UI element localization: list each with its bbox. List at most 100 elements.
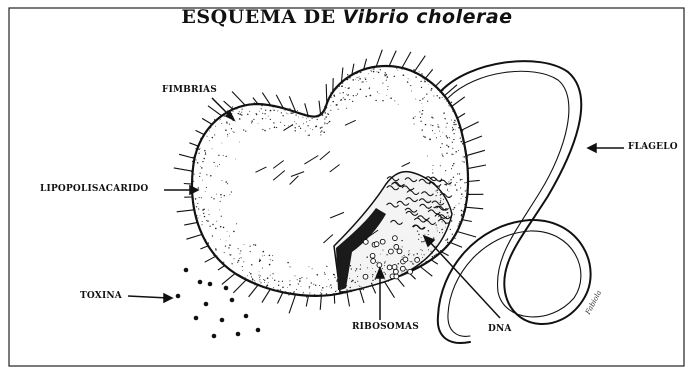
fimbria (436, 80, 442, 86)
stipple-dot (250, 251, 251, 252)
stipple-dot (282, 281, 283, 282)
stipple-dot (296, 289, 297, 290)
stipple-dot (229, 133, 230, 134)
stipple-dot (421, 254, 422, 255)
stipple-dot (424, 81, 426, 83)
stipple-dot (415, 116, 416, 117)
stipple-dot (426, 261, 427, 262)
stipple-dot (461, 193, 463, 195)
stipple-dot (314, 294, 315, 295)
stipple-dot (460, 187, 461, 188)
stipple-dot (260, 275, 261, 276)
stipple-dot (215, 126, 216, 127)
stipple-dot (212, 148, 213, 149)
stipple-dot (332, 101, 333, 102)
stipple-dot (208, 210, 209, 211)
stipple-dot (343, 275, 344, 276)
stipple-dot (419, 100, 420, 101)
stipple-dot (461, 198, 462, 199)
stipple-dot (289, 284, 291, 286)
stipple-dot (346, 285, 347, 286)
stipple-dot (405, 273, 406, 274)
stipple-dot (194, 162, 195, 163)
stipple-dot (232, 106, 233, 107)
ribosome (393, 236, 398, 241)
fimbria (466, 150, 485, 155)
stipple-dot (459, 173, 460, 174)
stipple-dot (385, 72, 386, 73)
stipple-dot (301, 277, 302, 278)
stipple-dot (250, 246, 251, 247)
label-toxina: TOXINA (80, 291, 122, 301)
stipple-dot (417, 253, 418, 254)
stipple-dot (431, 116, 433, 118)
stipple-dot (445, 240, 446, 241)
stipple-dot (440, 200, 441, 201)
stipple-dot (368, 73, 369, 74)
stipple-dot (212, 224, 213, 225)
stipple-dot (358, 80, 359, 81)
stipple-dot (198, 148, 200, 150)
stipple-dot (414, 73, 415, 74)
stipple-dot (453, 139, 454, 140)
stipple-dot (206, 220, 207, 221)
stipple-dot (292, 112, 293, 113)
stipple-dot (205, 152, 206, 153)
stipple-dot (213, 162, 214, 163)
stipple-dot (440, 165, 441, 166)
stipple-dot (447, 242, 449, 244)
stipple-dot (223, 262, 224, 263)
stipple-dot (243, 261, 244, 262)
stipple-dot (272, 255, 273, 256)
stipple-dot (349, 99, 350, 100)
stipple-dot (453, 124, 454, 125)
stipple-dot (463, 136, 464, 137)
stipple-dot (439, 127, 440, 128)
stipple-dot (237, 262, 238, 263)
stipple-dot (192, 178, 193, 179)
stipple-dot (453, 163, 455, 165)
stipple-dot (397, 70, 398, 71)
stipple-dot (355, 79, 356, 80)
stipple-dot (235, 107, 236, 108)
label-ribosomas: RIBOSOMAS (352, 322, 419, 332)
stipple-dot (411, 85, 412, 86)
stipple-dot (319, 285, 320, 286)
fimbria (319, 101, 321, 115)
stipple-dot (280, 290, 281, 291)
stipple-dot (331, 105, 332, 106)
stipple-dot (347, 77, 348, 78)
stipple-dot (327, 99, 328, 100)
stipple-dot (232, 131, 233, 132)
stipple-dot (415, 76, 416, 77)
fimbria (179, 154, 194, 158)
stipple-dot (355, 282, 356, 283)
fimbria (222, 273, 235, 284)
fimbria (347, 292, 350, 307)
stipple-dot (437, 192, 438, 193)
stipple-dot (396, 68, 397, 69)
stipple-dot (454, 120, 456, 122)
stipple-dot (263, 279, 264, 280)
stipple-dot (402, 246, 403, 247)
stipple-dot (371, 283, 373, 285)
stipple-dot (440, 250, 441, 251)
stipple-dot (437, 228, 438, 229)
stipple-dot (421, 237, 422, 238)
stipple-dot (216, 194, 217, 195)
stipple-dot (446, 123, 447, 124)
stipple-dot (315, 285, 316, 286)
stipple-dot (443, 112, 445, 114)
stipple-dot (330, 92, 332, 94)
stipple-dot (366, 256, 368, 258)
stipple-dot (452, 234, 453, 235)
stipple-dot (420, 81, 421, 82)
stipple-dot (321, 293, 322, 294)
stipple-dot (398, 104, 399, 105)
stipple-dot (303, 293, 304, 294)
fimbria (320, 296, 321, 310)
fimbria (466, 207, 484, 209)
stipple-dot (349, 78, 350, 79)
stipple-dot (335, 291, 336, 292)
stipple-dot (310, 292, 311, 293)
